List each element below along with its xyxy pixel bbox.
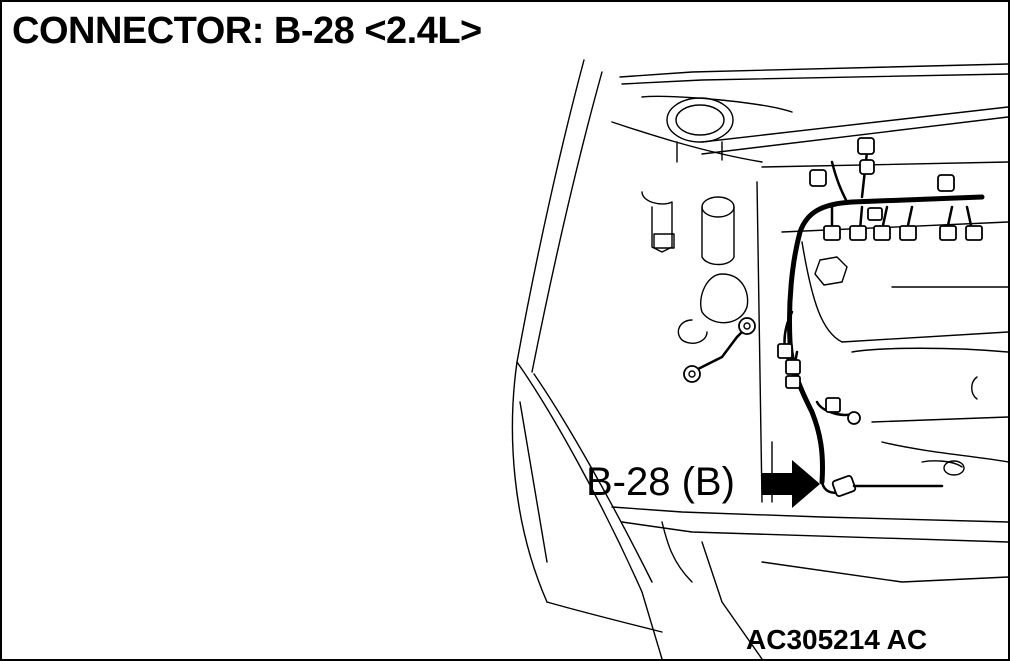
cowl-panel: [611, 63, 1008, 163]
lower-support: [611, 181, 1008, 659]
figure-id: AC305214 AC: [746, 624, 928, 655]
page-title: CONNECTOR: B-28 <2.4L>: [12, 10, 482, 52]
engine-block: [761, 161, 1008, 476]
reservoirs: [641, 191, 749, 344]
wiring-harness: [690, 150, 985, 494]
right-arrow-icon: [762, 460, 820, 508]
fender-outline: [511, 59, 663, 659]
target-connector: [831, 475, 944, 497]
harness-connectors: [683, 137, 983, 425]
connector-callout-label: B-28 (B): [586, 460, 735, 504]
